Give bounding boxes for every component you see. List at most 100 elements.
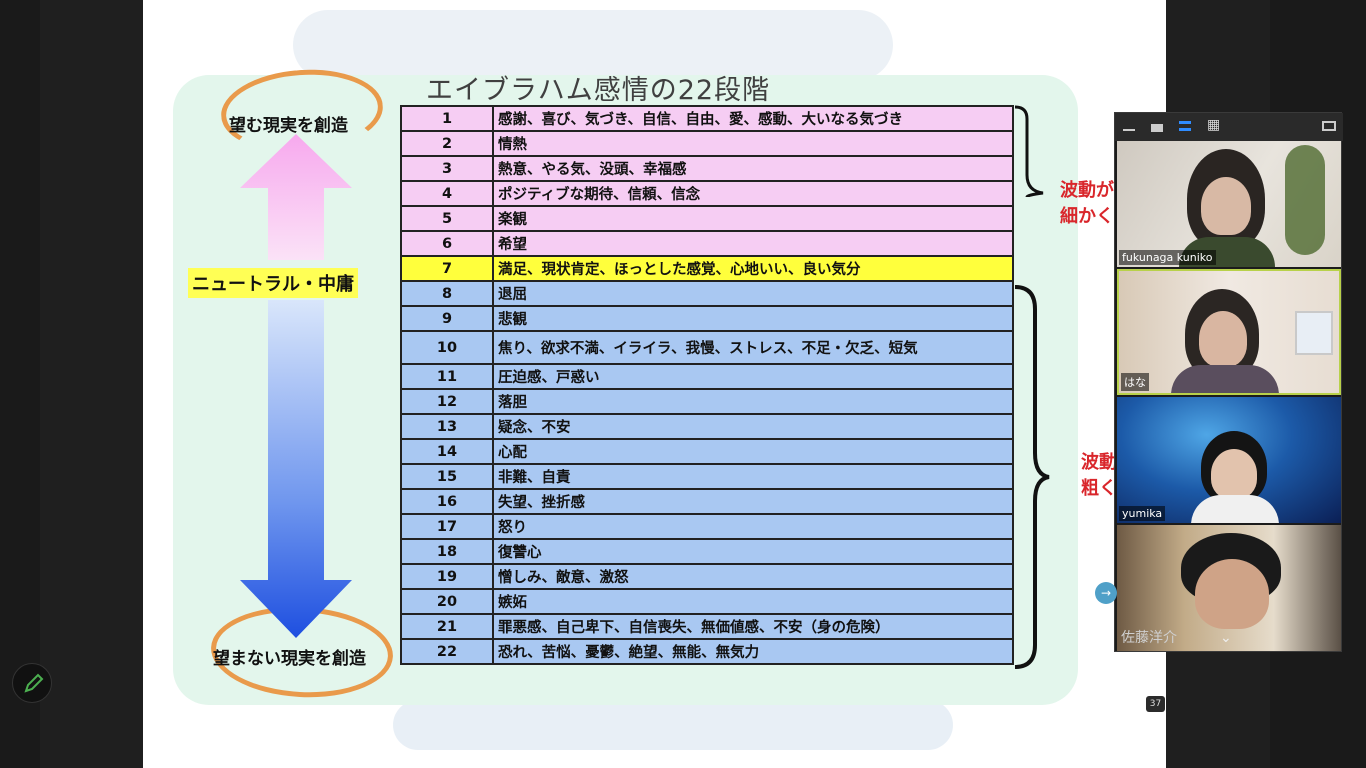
participant-tile[interactable]: fukunaga kuniko <box>1117 141 1341 267</box>
emotion-text: 失望、挫折感 <box>492 488 1014 515</box>
speaker-view-icon[interactable] <box>1179 121 1191 131</box>
emotion-text: 嫉妬 <box>492 588 1014 615</box>
emotion-level: 14 <box>400 438 494 465</box>
participant-tile[interactable]: 佐藤洋介 <box>1117 525 1341 651</box>
watercolor-wash <box>293 10 893 80</box>
emotion-level: 3 <box>400 155 494 182</box>
pen-icon <box>24 673 44 693</box>
share-arrow-icon[interactable]: → <box>1095 582 1117 604</box>
emotion-text: 復讐心 <box>492 538 1014 565</box>
emotion-level: 1 <box>400 105 494 132</box>
minimize-icon[interactable] <box>1123 129 1135 131</box>
emotion-level: 7 <box>400 255 494 282</box>
emotion-text: 心配 <box>492 438 1014 465</box>
label-neutral: ニュートラル・中庸 <box>188 268 358 298</box>
emotion-text: 落胆 <box>492 388 1014 415</box>
emotion-text: 圧迫感、戸惑い <box>492 363 1014 390</box>
emotion-text: 怒り <box>492 513 1014 540</box>
emotion-level: 12 <box>400 388 494 415</box>
emotion-text: 感謝、喜び、気づき、自信、自由、愛、感動、大いなる気づき <box>492 105 1014 132</box>
emotion-text: 希望 <box>492 230 1014 257</box>
participant-face <box>1199 311 1247 367</box>
emotion-text: 疑念、不安 <box>492 413 1014 440</box>
participant-tile[interactable]: はな <box>1117 269 1341 395</box>
plant-decoration <box>1285 145 1325 255</box>
participant-body <box>1191 495 1279 523</box>
emotion-level: 19 <box>400 563 494 590</box>
side-note-bottom-line2: 粗く <box>1081 478 1117 499</box>
watercolor-wash <box>393 700 953 750</box>
shared-slide: エイブラハム感情の22段階 望む現実を創造 ニュー <box>143 0 1166 768</box>
participant-face <box>1195 559 1269 629</box>
gallery-toolbar: ▦ <box>1115 113 1343 141</box>
participant-body <box>1171 365 1279 393</box>
emotion-level: 9 <box>400 305 494 332</box>
arrow-down-icon <box>240 300 352 638</box>
chevron-down-icon[interactable]: ⌄ <box>1220 630 1232 646</box>
side-note-bottom: 波動 粗く <box>1081 450 1117 502</box>
emotion-text: 罪悪感、自己卑下、自信喪失、無価値感、不安（身の危険） <box>492 613 1014 640</box>
emotion-text: 情熱 <box>492 130 1014 157</box>
wall-picture <box>1295 311 1333 355</box>
emotion-text: 焦り、欲求不満、イライラ、我慢、ストレス、不足・欠乏、短気 <box>492 330 1014 365</box>
label-desired-reality: 望む現実を創造 <box>229 116 348 136</box>
label-undesired-reality: 望まない現実を創造 <box>213 649 366 669</box>
annotate-pen-button[interactable] <box>12 663 52 703</box>
emotion-text: 退屈 <box>492 280 1014 307</box>
emotion-level: 8 <box>400 280 494 307</box>
page-counter-badge: 37 <box>1146 696 1165 712</box>
emotion-text: 満足、現状肯定、ほっとした感覚、心地いい、良い気分 <box>492 255 1014 282</box>
brace-top <box>1014 105 1044 197</box>
emotion-level: 18 <box>400 538 494 565</box>
arrow-up-icon <box>240 134 352 260</box>
emotion-level: 21 <box>400 613 494 640</box>
emotion-text: ポジティブな期待、信頼、信念 <box>492 180 1014 207</box>
participant-face <box>1201 177 1251 235</box>
expand-icon[interactable] <box>1322 121 1336 131</box>
emotion-level: 17 <box>400 513 494 540</box>
grid-view-icon[interactable]: ▦ <box>1207 117 1221 133</box>
emotion-level: 5 <box>400 205 494 232</box>
emotion-level: 22 <box>400 638 494 665</box>
participant-name: はな <box>1121 373 1149 391</box>
brace-bottom <box>1014 285 1050 669</box>
side-note-bottom-line1: 波動 <box>1081 452 1117 473</box>
emotion-text: 熱意、やる気、没頭、幸福感 <box>492 155 1014 182</box>
participant-name: fukunaga kuniko <box>1119 250 1216 265</box>
emotion-level: 20 <box>400 588 494 615</box>
side-note-top-line1: 波動が <box>1060 180 1114 201</box>
emotion-level: 13 <box>400 413 494 440</box>
participant-name: 佐藤洋介 <box>1121 630 1177 646</box>
participant-tile[interactable]: yumika <box>1117 397 1341 523</box>
emotion-level: 15 <box>400 463 494 490</box>
emotion-text: 悲観 <box>492 305 1014 332</box>
strip-view-icon[interactable] <box>1151 124 1163 132</box>
participant-face <box>1211 449 1257 499</box>
emotion-level: 11 <box>400 363 494 390</box>
emotion-text: 非難、自責 <box>492 463 1014 490</box>
emotion-level: 2 <box>400 130 494 157</box>
participant-name: yumika <box>1119 506 1166 521</box>
